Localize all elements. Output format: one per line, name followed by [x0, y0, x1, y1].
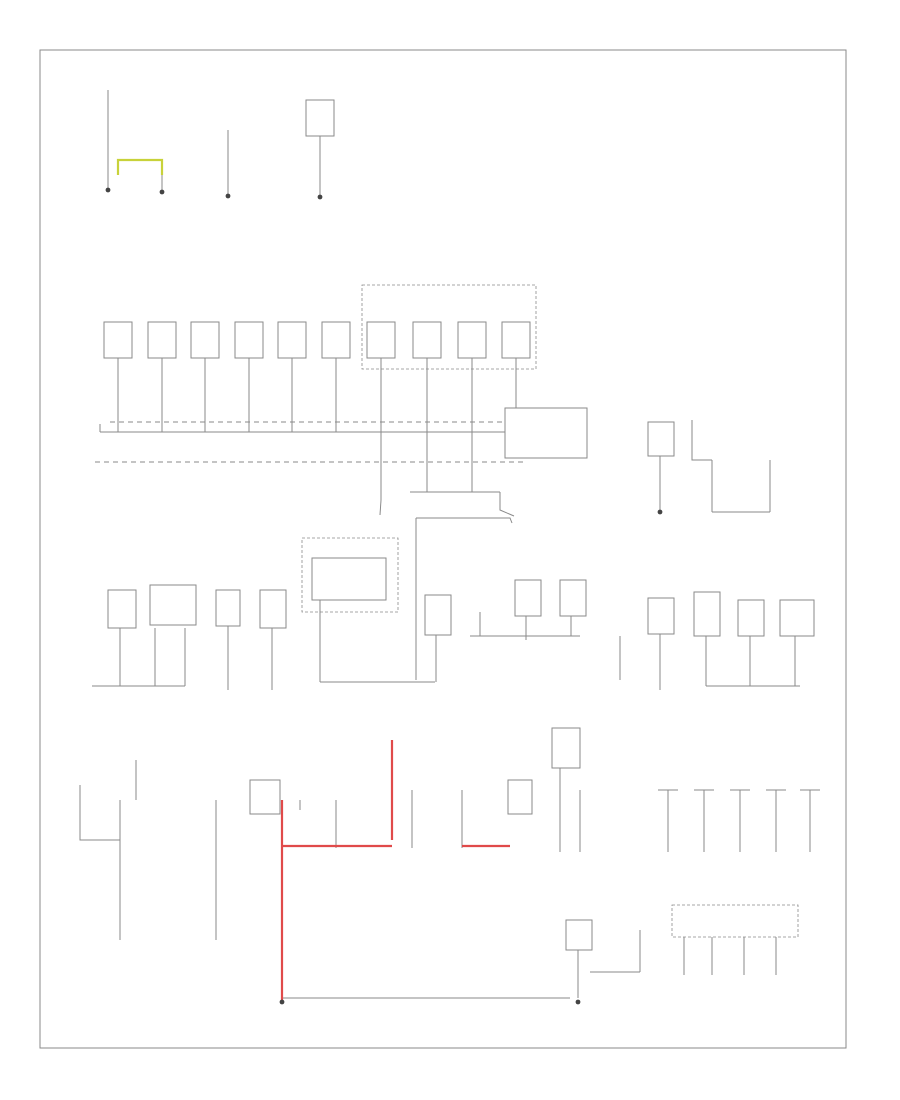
- ground-points: [105, 187, 663, 1005]
- component-group-outline: [671, 904, 799, 938]
- component-box: [321, 321, 351, 359]
- component-group-outline: [301, 537, 399, 613]
- component-box: [693, 591, 721, 637]
- component-box: [737, 599, 765, 637]
- component-box: [103, 321, 133, 359]
- wire-harness: [79, 90, 820, 999]
- wire: [116, 158, 164, 175]
- ground-point: [317, 194, 323, 200]
- component-box: [457, 321, 487, 359]
- component-boxes: [103, 99, 815, 951]
- ground-point: [105, 187, 111, 193]
- ground-point: [575, 999, 581, 1005]
- component-box: [366, 321, 396, 359]
- component-box: [412, 321, 442, 359]
- component-box: [647, 597, 675, 635]
- ground-point: [225, 193, 231, 199]
- component-box: [234, 321, 264, 359]
- wire: [379, 499, 382, 516]
- component-box: [305, 99, 335, 137]
- component-box: [215, 589, 241, 627]
- wire: [499, 492, 515, 517]
- component-box: [311, 557, 387, 601]
- component-box: [779, 599, 815, 637]
- component-box: [147, 321, 177, 359]
- component-box: [559, 579, 587, 617]
- component-box: [507, 779, 533, 815]
- wire: [691, 420, 712, 461]
- component-box: [504, 407, 588, 459]
- wire: [79, 785, 120, 841]
- component-box: [190, 321, 220, 359]
- diagram-frame: [39, 49, 847, 1049]
- component-box: [424, 594, 452, 636]
- wire: [416, 517, 513, 524]
- component-box: [259, 589, 287, 629]
- ground-point: [657, 509, 663, 515]
- component-box: [277, 321, 307, 359]
- ground-point: [159, 189, 165, 195]
- component-box: [249, 779, 281, 815]
- component-group-outline: [361, 284, 537, 370]
- component-box: [149, 584, 197, 626]
- component-box: [565, 919, 593, 951]
- dashed-bus-lines: [95, 421, 525, 463]
- highlighted-yellow-circuit: [116, 158, 164, 175]
- component-box: [107, 589, 137, 629]
- component-box: [501, 321, 531, 359]
- component-box: [551, 727, 581, 769]
- highlighted-red-circuit: [280, 740, 510, 1000]
- ground-point: [279, 999, 285, 1005]
- component-box: [647, 421, 675, 457]
- component-box: [514, 579, 542, 617]
